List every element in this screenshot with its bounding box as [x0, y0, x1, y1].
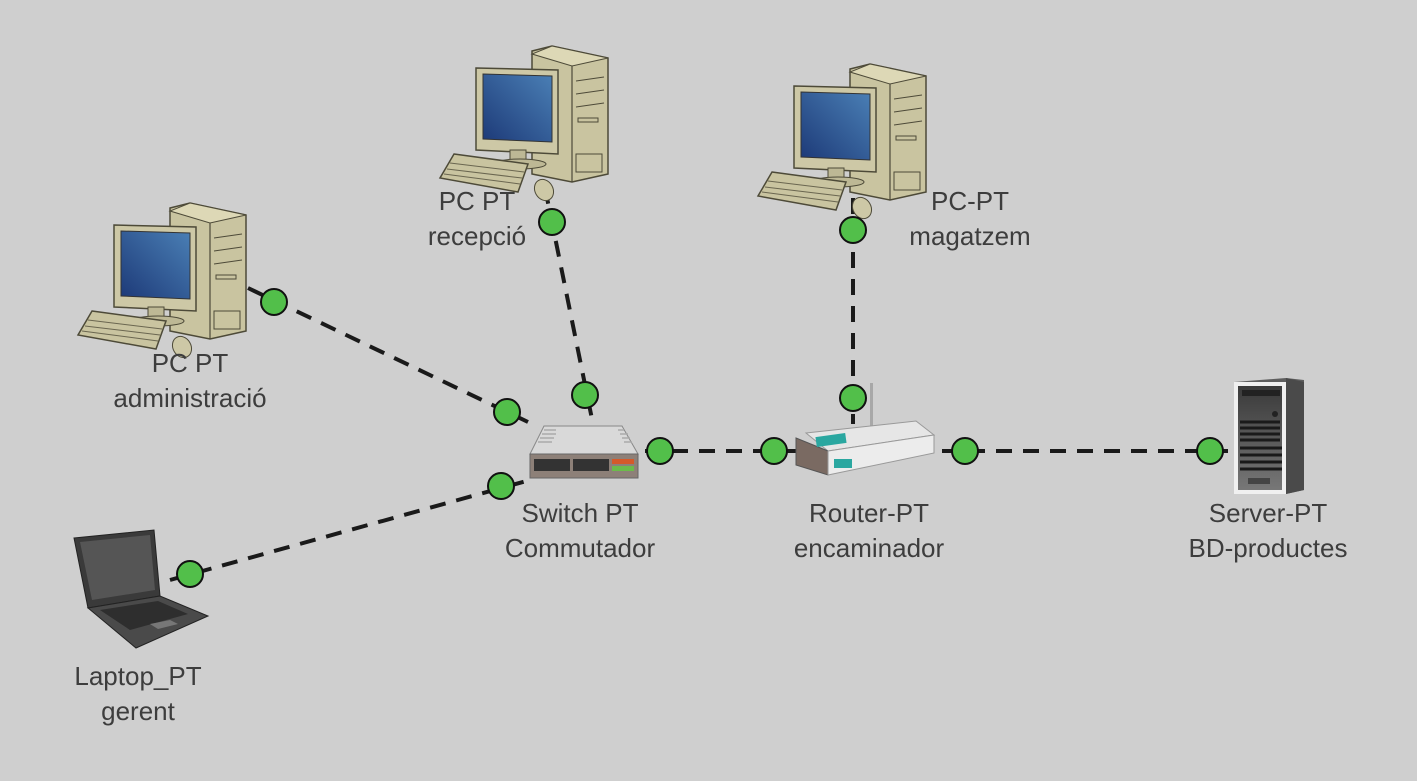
label-pc-administracio: PC PT administració [113, 346, 266, 416]
label-server: Server-PT BD-productes [1189, 496, 1348, 566]
node-name: Switch PT [521, 498, 639, 528]
node-role: gerent [101, 696, 175, 726]
node-name: PC PT [151, 348, 229, 378]
port-laptop [176, 560, 204, 588]
link-admin-switch [247, 286, 529, 424]
port-switch-recepcio [571, 381, 599, 409]
port-switch-admin [493, 398, 521, 426]
label-pc-magatzem: PC-PT magatzem [909, 184, 1030, 254]
port-router-server [951, 437, 979, 465]
label-pc-recepcio: PC PT recepció [428, 184, 526, 254]
port-router-magatzem [839, 384, 867, 412]
node-name: PC-PT [930, 186, 1009, 216]
node-role: recepció [427, 221, 527, 251]
label-laptop: Laptop_PT gerent [74, 659, 201, 729]
port-server [1196, 437, 1224, 465]
pc-magatzem-icon[interactable] [757, 63, 927, 223]
switch-icon[interactable] [529, 425, 639, 479]
node-name: Laptop_PT [74, 661, 202, 691]
node-role: magatzem [909, 221, 1031, 251]
links-layer [169, 187, 1232, 582]
ports-layer [176, 208, 1224, 588]
router-icon[interactable] [795, 383, 936, 476]
port-router-switch [760, 437, 788, 465]
port-switch-laptop [487, 472, 515, 500]
laptop-icon[interactable] [73, 529, 210, 649]
label-switch: Switch PT Commutador [505, 496, 655, 566]
server-icon[interactable] [1234, 378, 1304, 494]
node-name: Server-PT [1208, 498, 1328, 528]
node-name: Router-PT [809, 498, 929, 528]
node-role: encaminador [793, 533, 945, 563]
label-router: Router-PT encaminador [794, 496, 944, 566]
pc-administracio-icon[interactable] [77, 202, 247, 362]
port-magatzem [839, 216, 867, 244]
link-laptop-switch [169, 478, 531, 582]
node-name: PC PT [438, 186, 516, 216]
node-role: BD-productes [1188, 533, 1348, 563]
port-switch-router [646, 437, 674, 465]
node-role: Commutador [504, 533, 656, 563]
port-admin [260, 288, 288, 316]
node-role: administració [113, 383, 267, 413]
port-recepcio [538, 208, 566, 236]
pc-recepcio-icon[interactable] [439, 45, 609, 205]
